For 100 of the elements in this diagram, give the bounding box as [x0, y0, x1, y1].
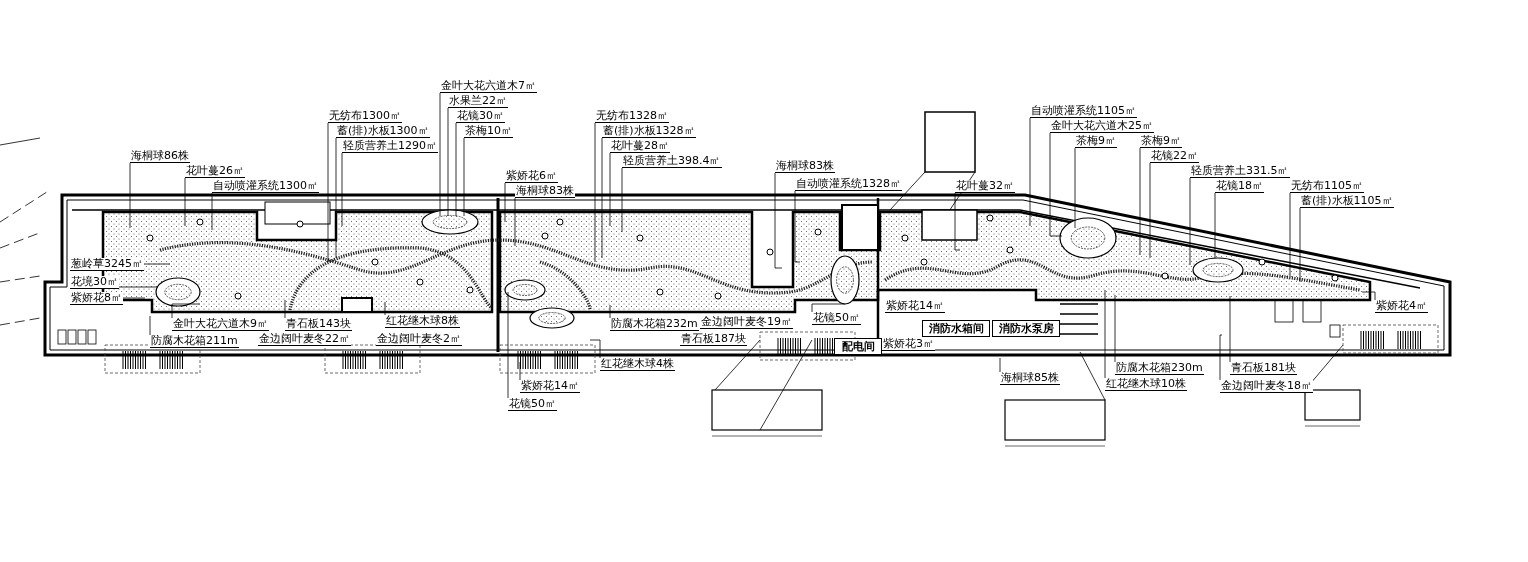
leader-line	[1074, 147, 1076, 229]
leader-line	[1289, 192, 1291, 277]
leader-line	[609, 304, 611, 319]
plant-callout: 紫娇花14㎡	[520, 380, 580, 393]
plant-callout: 自动喷灌系统1300㎡	[212, 180, 319, 193]
leader-line	[504, 182, 506, 223]
plant-callout: 青石板143块	[285, 318, 352, 331]
plant-callout: 葱岭草3245㎡	[70, 258, 144, 271]
leader-line	[954, 192, 961, 251]
plant-callout: 茶梅9㎡	[1140, 135, 1182, 148]
plant-callout: 青石板187块	[680, 333, 747, 346]
leader-line	[1189, 177, 1191, 266]
room-label: 配电间	[834, 338, 882, 355]
leader-line	[589, 339, 601, 359]
plant-callout: 花叶蔓26㎡	[185, 165, 245, 178]
leader-line	[811, 303, 846, 313]
plant-callout: 海桐球83株	[775, 160, 835, 173]
plant-callout: 茶梅10㎡	[464, 125, 513, 138]
leader-line	[171, 303, 201, 319]
leader-line	[149, 315, 151, 336]
plant-callout: 防腐木花箱211m	[150, 335, 239, 348]
leader-line	[507, 291, 509, 399]
leader-line	[594, 122, 596, 263]
plant-callout: 花叶蔓28㎡	[610, 140, 670, 153]
plant-callout: 金叶大花六道木9㎡	[172, 318, 269, 331]
leader-line	[184, 177, 186, 227]
leader-line	[327, 122, 329, 263]
plant-callout: 紫娇花8㎡	[70, 292, 123, 305]
plant-callout: 红花继木球10株	[1105, 378, 1187, 391]
plant-callout: 金叶大花六道木25㎡	[1050, 120, 1154, 133]
plant-callout: 花镜50㎡	[508, 398, 557, 411]
leader-line	[774, 172, 783, 269]
plant-callout: 红花继木球4株	[600, 358, 675, 371]
plant-callout: 蓄(排)水板1105㎡	[1300, 195, 1394, 208]
plant-callout: 金边阔叶麦冬22㎡	[258, 333, 351, 346]
plant-callout: 水果兰22㎡	[448, 95, 508, 108]
plant-callout: 金边阔叶麦冬18㎡	[1220, 380, 1313, 393]
leader-line	[794, 190, 801, 263]
plant-callout: 茶梅9㎡	[1075, 135, 1117, 148]
plant-callout: 金边阔叶麦冬19㎡	[700, 316, 793, 329]
room-label: 消防水泵房	[992, 320, 1060, 337]
leader-line	[447, 107, 449, 217]
leader-line	[143, 263, 171, 265]
leader-line	[1139, 147, 1141, 256]
plant-callout: 防腐木花箱230m	[1115, 362, 1204, 375]
plant-callout: 紫娇花6㎡	[505, 170, 558, 183]
plant-callout: 蓄(排)水板1328㎡	[602, 125, 696, 138]
plant-callout: 海桐球86株	[130, 150, 190, 163]
plant-callout: 海桐球85株	[1000, 372, 1060, 385]
leader-line	[609, 152, 611, 227]
plant-callout: 紫娇花4㎡	[1375, 300, 1428, 313]
room-label: 消防水箱间	[922, 320, 990, 337]
plant-callout: 蓄(排)水板1300㎡	[336, 125, 430, 138]
leader-line	[514, 197, 516, 247]
leader-line	[1114, 294, 1116, 363]
leader-line	[1049, 132, 1063, 237]
leader-line	[118, 286, 159, 288]
plant-callout: 无纺布1300㎡	[328, 110, 402, 123]
leader-line	[601, 137, 603, 259]
leader-line	[284, 299, 286, 319]
leader-line	[1149, 162, 1151, 259]
leader-line	[1361, 291, 1376, 301]
plant-callout: 海桐球83株	[515, 185, 575, 198]
plant-callout: 金边阔叶麦冬2㎡	[376, 333, 462, 346]
leader-line	[621, 167, 623, 233]
leader-line	[1029, 117, 1031, 227]
plant-callout: 自动喷灌系统1105㎡	[1030, 105, 1137, 118]
leader-line	[211, 192, 213, 231]
plant-callout: 紫娇花3㎡	[882, 338, 935, 351]
plant-callout: 花镜22㎡	[1150, 150, 1199, 163]
plant-callout: 金叶大花六道木7㎡	[440, 80, 537, 93]
leader-line	[463, 137, 465, 217]
leader-line	[1219, 334, 1223, 381]
plant-callout: 紫娇花14㎡	[885, 300, 945, 313]
plant-callout: 自动喷灌系统1328㎡	[795, 178, 902, 191]
plant-callout: 花镜18㎡	[1215, 180, 1264, 193]
plant-callout: 轻质营养土1290㎡	[342, 140, 438, 153]
leader-line	[384, 301, 386, 316]
plant-callout: 花镜30㎡	[456, 110, 505, 123]
plant-callout: 轻质营养土398.4㎡	[622, 155, 722, 168]
plant-callout: 防腐木花箱232m	[610, 318, 699, 331]
leader-line	[455, 122, 457, 217]
plant-callout: 花镜50㎡	[812, 312, 861, 325]
plant-callout: 轻质营养土331.5㎡	[1190, 165, 1290, 178]
leader-line	[519, 361, 521, 381]
plant-callout: 红花继木球8株	[385, 315, 460, 328]
leader-line	[1299, 207, 1301, 283]
leader-line	[341, 152, 343, 227]
plant-callout: 青石板181块	[1230, 362, 1297, 375]
leader-line	[1214, 192, 1216, 259]
leader-line	[999, 357, 1001, 373]
leader-line	[1104, 289, 1106, 379]
plant-callout: 无纺布1105㎡	[1290, 180, 1364, 193]
leader-line	[439, 92, 441, 217]
plant-callout: 花境30㎡	[70, 276, 119, 289]
leader-line	[1229, 295, 1231, 363]
plant-callout: 花叶蔓32㎡	[955, 180, 1015, 193]
plant-callout: 无纺布1328㎡	[595, 110, 669, 123]
leader-line	[122, 297, 146, 299]
leader-line	[129, 162, 131, 229]
